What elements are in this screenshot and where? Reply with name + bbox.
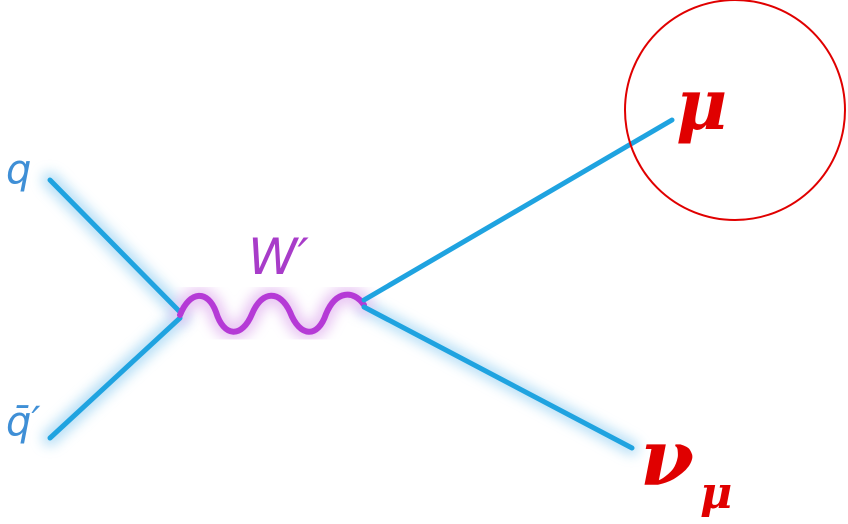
w-prime-propagator [177, 291, 367, 335]
muon-highlight-circle [624, 0, 846, 221]
muon-label: μ [676, 63, 728, 146]
antiquark-label: q̄′ [6, 399, 41, 445]
quark-label: q [6, 147, 32, 193]
glow-layer [42, 172, 639, 455]
neutrino-line [361, 304, 635, 451]
muon-line [361, 117, 675, 303]
neutrino-subscript: μ [700, 468, 733, 519]
antiquark-line [47, 315, 183, 441]
quark-line [47, 177, 183, 315]
neutrino-label: ν [640, 413, 695, 504]
w-prime-label: W′ [248, 228, 309, 286]
